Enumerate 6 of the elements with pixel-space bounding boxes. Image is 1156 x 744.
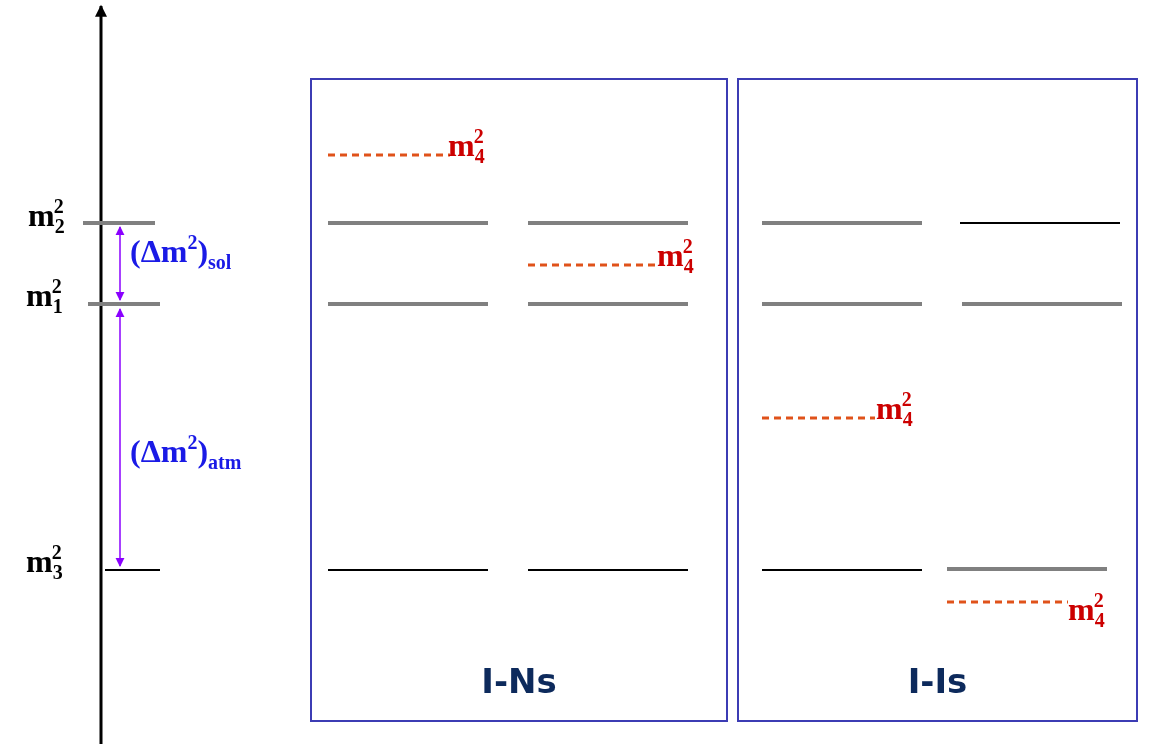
- panel-title: I-Ns: [481, 664, 557, 698]
- scenario-panel: [737, 78, 1138, 722]
- splitting-label: (Δm$^{2}$)$_{atm}$: [130, 432, 242, 471]
- splitting-label: (Δm$^{2}$)$_{sol}$: [130, 232, 232, 271]
- panel-title: I-Is: [907, 664, 968, 698]
- scenario-panel: [310, 78, 728, 722]
